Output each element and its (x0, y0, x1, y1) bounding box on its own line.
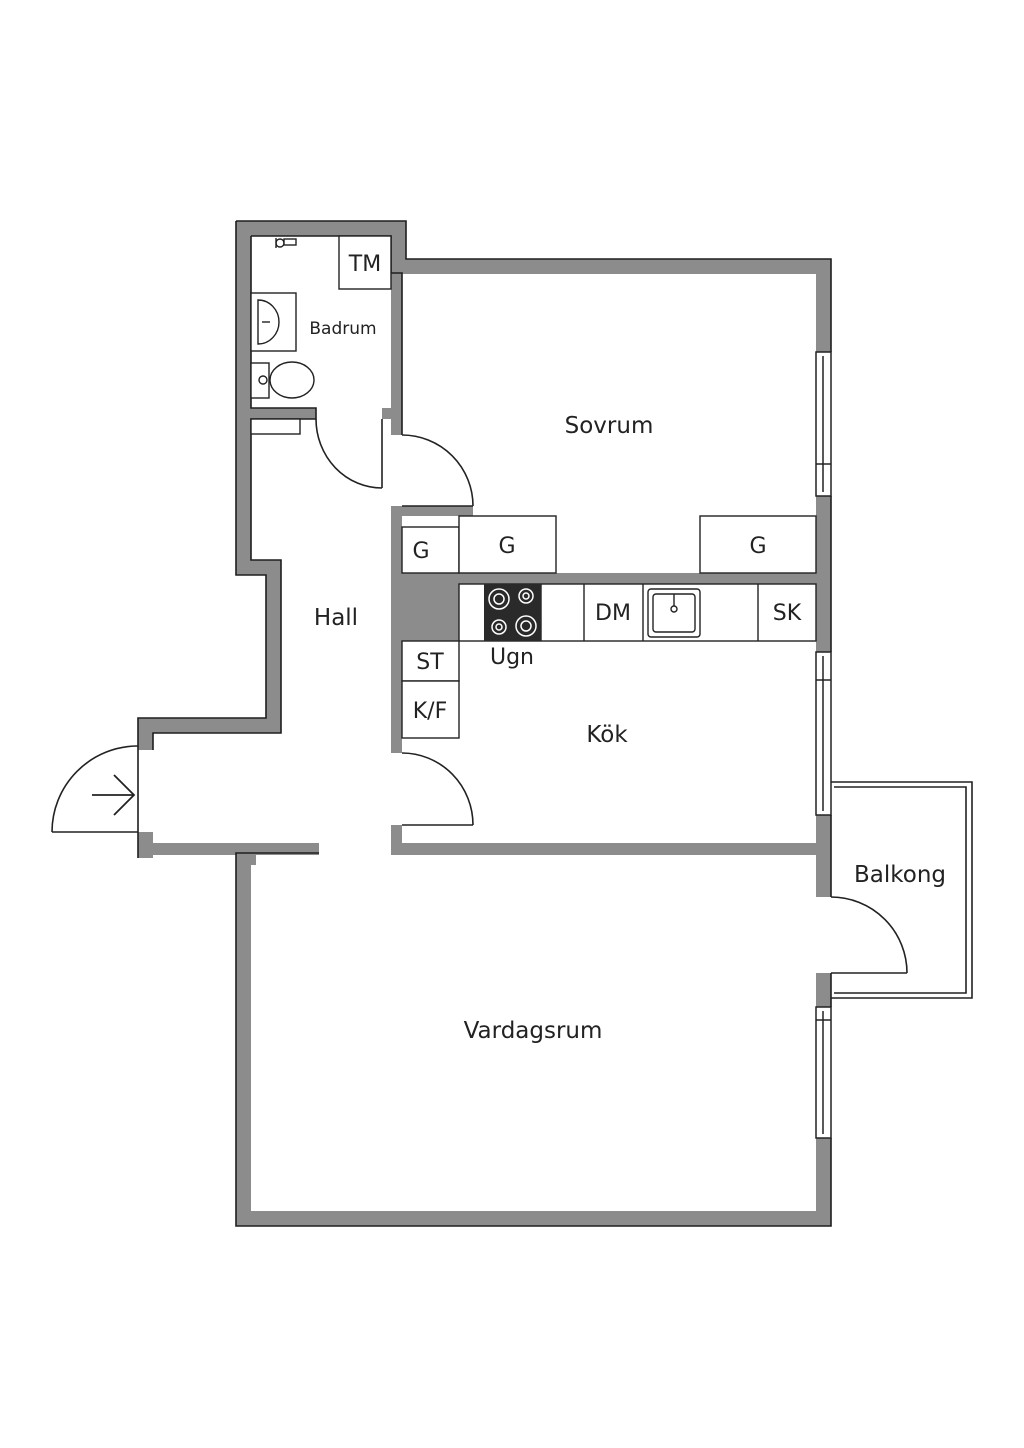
kf-box (401, 680, 460, 739)
label-tm: TM (348, 252, 381, 277)
wall-living-right-mid (816, 973, 831, 1007)
label-sovrum: Sovrum (565, 413, 654, 439)
wall-hall-step-side (266, 560, 281, 733)
wall-hall-kitchen-low (391, 825, 402, 855)
label-g-bedroom-right: G (749, 534, 766, 559)
wall-bath-top (236, 221, 406, 236)
wall-entry-top (138, 718, 281, 733)
balcony (830, 781, 973, 999)
bedroom-door-swing (401, 434, 474, 507)
wall-bath-bottom-left (251, 408, 316, 419)
walls (138, 221, 831, 1226)
balcony-inner (834, 786, 967, 994)
label-balkong: Balkong (854, 862, 946, 888)
g-bedroom-left-box (458, 515, 557, 574)
wall-entry-left-upper (138, 718, 153, 750)
balcony-outer (831, 781, 973, 999)
doors (51, 418, 474, 833)
g-bedroom-right-box (699, 515, 817, 574)
bathroom-fixtures (250, 235, 392, 435)
label-kf: K/F (413, 699, 448, 724)
bath-shelf (250, 418, 301, 435)
outline-outer (137, 220, 832, 1227)
wall-bedroom-right-top (816, 259, 831, 352)
shower-icon (275, 238, 297, 248)
label-badrum: Badrum (309, 319, 376, 339)
windows (815, 351, 832, 1139)
wall-living-bottom (236, 1211, 831, 1226)
wall-living-left (236, 853, 251, 1226)
wall-entry-bottom (138, 843, 319, 855)
tm-box (338, 235, 392, 290)
toilet-icon (250, 361, 315, 399)
window-kitchen (815, 651, 832, 816)
st-box (401, 640, 460, 682)
label-g-bedroom-left: G (498, 534, 515, 559)
sink-icon (257, 299, 280, 345)
label-dm: DM (595, 601, 631, 626)
window-living (815, 1006, 832, 1139)
bath-door-swing (315, 418, 383, 489)
wall-kitchen-living (391, 843, 831, 855)
label-vardagsrum: Vardagsrum (464, 1018, 603, 1044)
shaft (391, 573, 459, 641)
entrance-door-swing (51, 745, 139, 833)
arrow-right-icon (92, 774, 136, 816)
sink-kitchen-icon (647, 588, 701, 638)
label-hall: Hall (314, 605, 358, 631)
label-st: ST (416, 650, 444, 675)
wall-kitchen-right-low (816, 815, 831, 897)
label-sk: SK (773, 601, 802, 626)
wall-bath-bedroom (391, 259, 402, 435)
wall-hall-kitchen (391, 573, 402, 753)
wall-bath-bottom-right (382, 408, 402, 419)
wall-bedroom-top (391, 259, 831, 274)
kitchen-door-swing (401, 752, 474, 826)
g-hall-box (401, 526, 460, 574)
wall-living-right-low (816, 1138, 831, 1226)
wall-bedroom-kitchen (391, 573, 831, 584)
wall-living-left-top (236, 853, 256, 865)
window-bedroom (815, 351, 832, 497)
wall-hall-closet-top (391, 508, 402, 588)
label-kok: Kök (586, 722, 628, 748)
wall-bath-left (236, 221, 251, 575)
label-g-hall: G (412, 539, 429, 564)
hob-icon (484, 584, 541, 641)
balcony-door-swing (830, 896, 908, 974)
label-ugn: Ugn (490, 645, 534, 670)
wall-closet-top-line (391, 506, 473, 516)
fixture-labels: TM G G G DM SK Ugn ST K/F (348, 252, 802, 724)
room-labels: Badrum Sovrum Hall Kök Balkong Vardagsru… (309, 319, 946, 1044)
